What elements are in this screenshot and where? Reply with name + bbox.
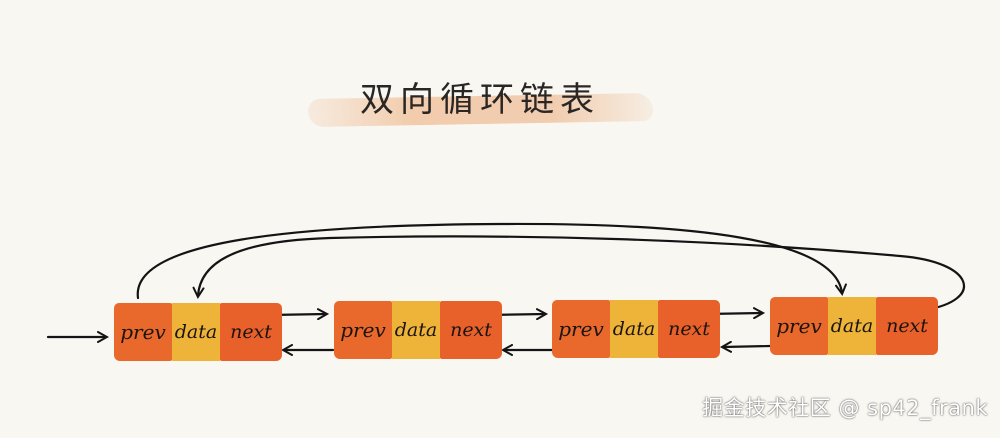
list-node-4: prev data next (770, 297, 938, 357)
prev-arrow-3 (723, 346, 772, 347)
next-field: next (440, 301, 502, 359)
data-field: data (392, 301, 440, 359)
data-field: data (172, 303, 220, 361)
prev-field: prev (334, 301, 392, 359)
tail-next-to-head-arrow (198, 235, 966, 312)
prev-field: prev (114, 303, 172, 361)
watermark: 掘金技术社区 @ sp42_frank (702, 396, 988, 420)
list-node-3: prev data next (552, 300, 720, 360)
data-field: data (610, 300, 658, 358)
next-field: next (658, 300, 720, 358)
prev-field: prev (770, 297, 828, 355)
prev-field: prev (552, 300, 610, 358)
title-text: 双向循环链表 (360, 80, 600, 120)
list-node-2: prev data next (334, 301, 502, 361)
data-field: data (828, 297, 876, 355)
next-field: next (876, 297, 938, 355)
diagram-title: 双向循环链表 (300, 66, 660, 136)
next-field: next (220, 303, 282, 361)
head-prev-to-tail-arrow (136, 222, 842, 300)
list-node-1: prev data next (114, 303, 282, 363)
